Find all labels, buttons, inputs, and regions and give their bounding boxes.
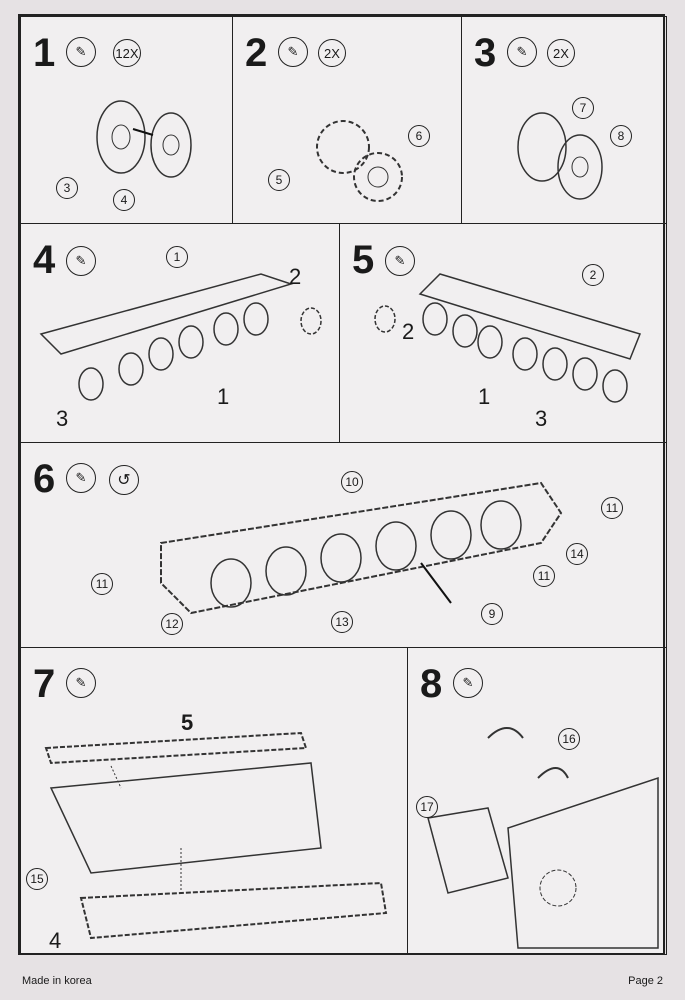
part-callout: 9 bbox=[481, 603, 503, 625]
step-number: 6 bbox=[33, 457, 56, 501]
glue-tube-icon: ✎ bbox=[385, 246, 415, 276]
rear-hull-drawing bbox=[427, 727, 659, 949]
glue-tube-icon: ✎ bbox=[66, 668, 96, 698]
part-label: 4 bbox=[49, 928, 62, 953]
glue-tube-icon: ✎ bbox=[66, 463, 96, 493]
footer-page-number: Page 2 bbox=[628, 975, 663, 987]
step-number: 3 bbox=[474, 31, 497, 75]
part-callout: 11 bbox=[91, 573, 113, 595]
step-number: 7 bbox=[33, 662, 56, 706]
part-callout: 6 bbox=[408, 125, 430, 147]
idler-wheel-drawing bbox=[517, 112, 603, 200]
part-callout: 15 bbox=[26, 868, 48, 890]
part-label: 5 bbox=[181, 710, 194, 735]
footer-made-in: Made in korea bbox=[22, 975, 92, 987]
step-1-panel: 1 ✎ 12X 3 4 bbox=[20, 16, 233, 224]
glue-tube-icon: ✎ bbox=[66, 246, 96, 276]
sprocket-drawing bbox=[316, 120, 403, 202]
part-callout: 10 bbox=[341, 471, 363, 493]
step-7-panel: 7 ✎ 5 15 4 bbox=[20, 647, 408, 955]
step-number: 5 bbox=[352, 238, 375, 282]
step-8-panel: 8 ✎ 16 16 17 bbox=[407, 647, 667, 955]
instruction-frame: 1 ✎ 12X 3 4 2 ✎ 2X 5 6 3 ✎ 2X 7 8 4 ✎ 1 … bbox=[18, 14, 667, 955]
right-hull-wheels-drawing bbox=[374, 273, 642, 403]
part-callout: 13 bbox=[331, 611, 353, 633]
part-callout: 1 bbox=[166, 246, 188, 268]
glue-tube-icon: ✎ bbox=[507, 37, 537, 67]
part-callout: 3 bbox=[56, 177, 78, 199]
step-number: 4 bbox=[33, 238, 56, 282]
part-callout: 5 bbox=[268, 169, 290, 191]
step-3-panel: 3 ✎ 2X 7 8 bbox=[461, 16, 667, 224]
glue-tube-icon: ✎ bbox=[278, 37, 308, 67]
rotate-arrow-icon: ↺ bbox=[109, 465, 139, 495]
glue-tube-icon: ✎ bbox=[66, 37, 96, 67]
part-callout: 12 bbox=[161, 613, 183, 635]
part-callout: 11 bbox=[601, 497, 623, 519]
part-callout: 11 bbox=[533, 565, 555, 587]
part-callout: 8 bbox=[610, 125, 632, 147]
part-label: 1 bbox=[478, 384, 491, 409]
quantity-badge: 2X bbox=[547, 39, 575, 67]
step-4-panel: 4 ✎ 1 2 1 3 bbox=[20, 223, 340, 443]
hull-tracks-drawing bbox=[44, 731, 388, 940]
part-callout: 16 bbox=[558, 728, 580, 750]
part-callout: 17 bbox=[416, 796, 438, 818]
quantity-badge: 2X bbox=[318, 39, 346, 67]
part-callout: 7 bbox=[572, 97, 594, 119]
step-2-panel: 2 ✎ 2X 5 6 bbox=[232, 16, 462, 224]
track-assembly-drawing bbox=[160, 481, 563, 615]
part-callout: 14 bbox=[566, 543, 588, 565]
left-hull-wheels-drawing bbox=[39, 273, 322, 401]
part-label: 3 bbox=[535, 406, 548, 431]
step-6-panel: 6 ✎ ↺ 10 11 11 14 11 9 13 12 bbox=[20, 442, 667, 648]
part-callout: 2 bbox=[582, 264, 604, 286]
wheel-drawing bbox=[96, 100, 192, 178]
quantity-badge: 12X bbox=[113, 39, 141, 67]
step-number: 1 bbox=[33, 31, 56, 75]
glue-tube-icon: ✎ bbox=[453, 668, 483, 698]
step-number: 2 bbox=[245, 31, 268, 75]
part-label: 3 bbox=[56, 406, 69, 431]
part-callout: 4 bbox=[113, 189, 135, 211]
part-label: 1 bbox=[217, 384, 230, 409]
step-number: 8 bbox=[420, 662, 443, 706]
part-label: 2 bbox=[289, 264, 302, 289]
step-5-panel: 5 ✎ 2 2 1 3 bbox=[339, 223, 667, 443]
part-label: 2 bbox=[402, 319, 415, 344]
